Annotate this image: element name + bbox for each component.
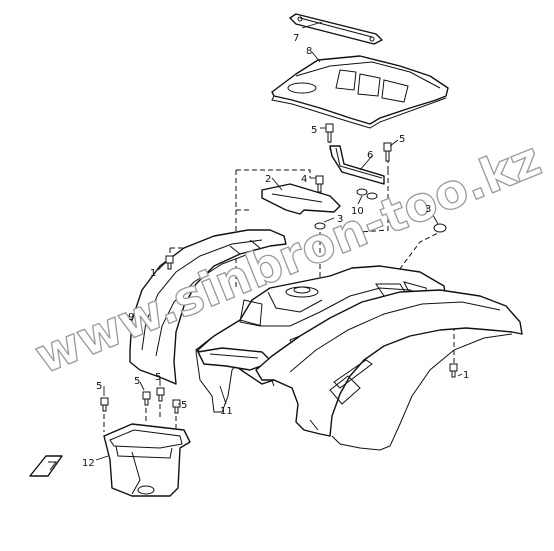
callout-2: 2: [265, 174, 271, 185]
callout-11: 11: [220, 406, 233, 417]
callout-3: 3: [425, 204, 431, 215]
fasteners: [100, 123, 458, 414]
bolt-icon: [315, 175, 324, 193]
callout-1: 1: [150, 268, 156, 279]
callout-12: 12: [82, 458, 95, 469]
callout-4: 4: [301, 174, 307, 185]
callout-9: 9: [128, 312, 134, 323]
direction-arrow-icon: [29, 455, 63, 477]
part-12-storage-box: [103, 423, 191, 497]
callout-5: 5: [399, 134, 405, 145]
part-7-top-bracket: [289, 13, 383, 45]
part-2-bracket-plate: [261, 183, 341, 215]
callout-5: 5: [134, 376, 140, 387]
bolt-icon: [449, 363, 458, 378]
nut-icon: [366, 192, 378, 200]
callout-5: 5: [181, 400, 187, 411]
callout-6: 6: [367, 150, 373, 161]
bolt-icon: [142, 391, 151, 406]
bolt-icon: [325, 123, 334, 143]
callout-1: 1: [463, 370, 469, 381]
bolt-icon: [165, 255, 174, 270]
bolt-icon: [172, 399, 181, 414]
callout-3: 3: [337, 214, 343, 225]
callout-10: 10: [351, 206, 364, 217]
bolt-icon: [383, 142, 392, 162]
part-6-bracket: [329, 145, 385, 185]
bolt-icon: [156, 387, 165, 402]
leader-lines: [95, 21, 463, 461]
callout-7: 7: [293, 33, 299, 44]
bolt-icon: [100, 397, 109, 412]
nut-icon: [433, 223, 447, 233]
right-fender: [255, 289, 523, 451]
callout-5: 5: [96, 381, 102, 392]
callout-labels: 7 8 5 6 5 2 4 10 3 3 1 9 1 5 5 5 5 11 12: [82, 33, 469, 469]
part-8-rack-cover: [271, 55, 449, 129]
callout-5: 5: [311, 125, 317, 136]
callout-8: 8: [306, 46, 312, 57]
nut-icon: [356, 188, 368, 196]
nut-icon: [314, 222, 326, 230]
callout-5: 5: [155, 372, 161, 383]
